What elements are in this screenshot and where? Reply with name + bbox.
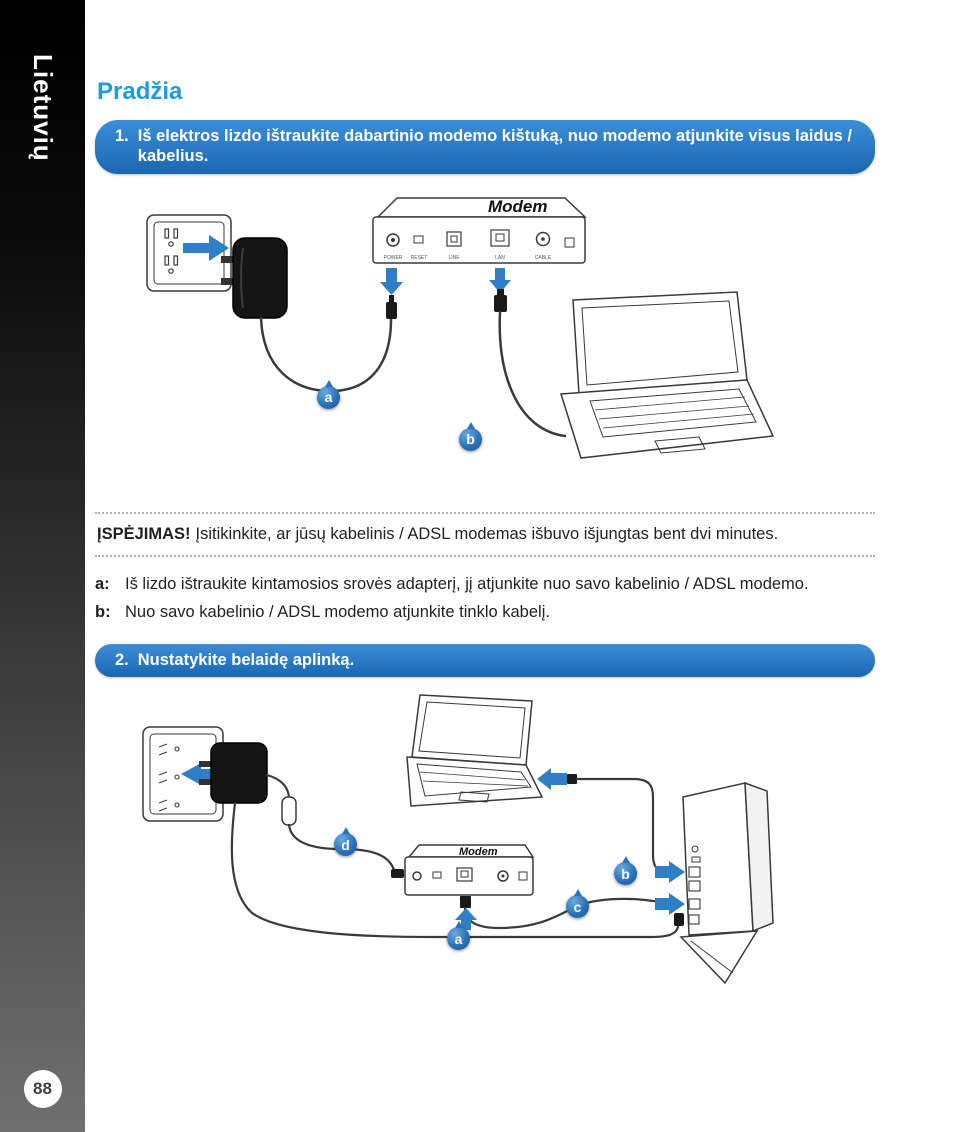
figure2-callout-a: a — [447, 921, 470, 951]
step2-text: Nustatykite belaidę aplinką. — [137, 650, 355, 669]
ethernet-cable — [498, 310, 567, 438]
power-adapter — [221, 237, 288, 319]
plug-arrow-modem-lan — [455, 908, 477, 931]
modem: Modem POWER RESET LINE LAN CABLE — [372, 197, 587, 264]
page-content: Pradžia 1. Iš elektros lizdo ištraukite … — [95, 0, 875, 995]
warning-text: Įsitikinkite, ar jūsų kabelinis / ADSL m… — [195, 524, 779, 543]
language-sidebar: Lietuvių 88 — [0, 0, 85, 1132]
step1-banner: 1. Iš elektros lizdo ištraukite dabartin… — [95, 120, 875, 174]
laptop-ethernet-plug — [567, 774, 577, 785]
plug-arrow-router-c — [655, 893, 685, 916]
instruction-b-text: Nuo savo kabelinio / ADSL modemo atjunki… — [125, 603, 550, 622]
power-adapter — [199, 742, 268, 804]
page-number-badge: 88 — [23, 1070, 62, 1108]
router — [679, 782, 774, 985]
figure2-illustration: Modem — [142, 694, 774, 985]
plug-arrow-outlet — [181, 763, 225, 786]
modem-lan-plug — [460, 896, 471, 909]
unplug-arrow-lan — [489, 267, 511, 293]
laptop — [560, 291, 775, 459]
instruction-b-key: b: — [95, 603, 111, 622]
step1-text: Iš elektros lizdo ištraukite dabartinio … — [137, 127, 853, 166]
figure2-callout-c: c — [566, 889, 589, 919]
figure1-callout-a: a — [317, 379, 340, 409]
port-label-cable: CABLE — [535, 255, 552, 261]
modem-power-cable — [265, 774, 291, 799]
page-number: 88 — [33, 1079, 52, 1098]
modem-label: Modem — [488, 197, 548, 216]
figure2-callout-b: b — [614, 856, 637, 886]
unplug-arrow-outlet — [183, 234, 229, 261]
figure1-illustration: Modem POWER RESET LINE LAN CABLE — [146, 197, 775, 459]
figure2-callout-d: d — [334, 827, 357, 857]
laptop — [406, 694, 544, 807]
power-plug-connector — [386, 294, 397, 319]
warning-title: ĮSPĖJIMAS! — [97, 524, 191, 543]
ethernet-plug — [494, 288, 507, 312]
language-label: Lietuvių — [28, 54, 58, 162]
step2-number: 2. — [115, 650, 129, 669]
instruction-b: b: Nuo savo kabelinio / ADSL modemo atju… — [95, 601, 875, 623]
port-label-line: LINE — [448, 255, 460, 261]
step1-number: 1. — [115, 127, 129, 145]
router-power-connector — [674, 913, 684, 927]
figure1-callout-b: b — [459, 421, 482, 451]
figure2: Modem — [95, 685, 875, 995]
instruction-a: a: Iš lizdo ištraukite kintamosios srovė… — [95, 573, 875, 595]
port-label-power: POWER — [384, 255, 403, 261]
page-title: Pradžia — [97, 78, 183, 105]
step2-banner: 2. Nustatykite belaidę aplinką. — [95, 643, 875, 678]
port-label-lan: LAN — [495, 255, 505, 261]
plug-arrow-router-b — [655, 861, 685, 884]
plug-arrow-laptop — [537, 768, 567, 791]
modem-power-connector — [391, 869, 404, 879]
figure1: Modem POWER RESET LINE LAN CABLE — [95, 182, 875, 512]
ferrite-bead — [281, 796, 297, 826]
warning-note: ĮSPĖJIMAS!Įsitikinkite, ar jūsų kabelini… — [95, 511, 875, 558]
unplug-arrow-power — [380, 267, 403, 295]
router-power-cable — [230, 802, 680, 939]
modem-label: Modem — [459, 846, 498, 858]
port-label-reset: RESET — [411, 255, 428, 261]
instruction-a-key: a: — [95, 575, 110, 594]
modem: Modem — [404, 844, 535, 896]
instruction-list: a: Iš lizdo ištraukite kintamosios srovė… — [95, 573, 875, 624]
instruction-a-text: Iš lizdo ištraukite kintamosios srovės a… — [125, 575, 809, 594]
